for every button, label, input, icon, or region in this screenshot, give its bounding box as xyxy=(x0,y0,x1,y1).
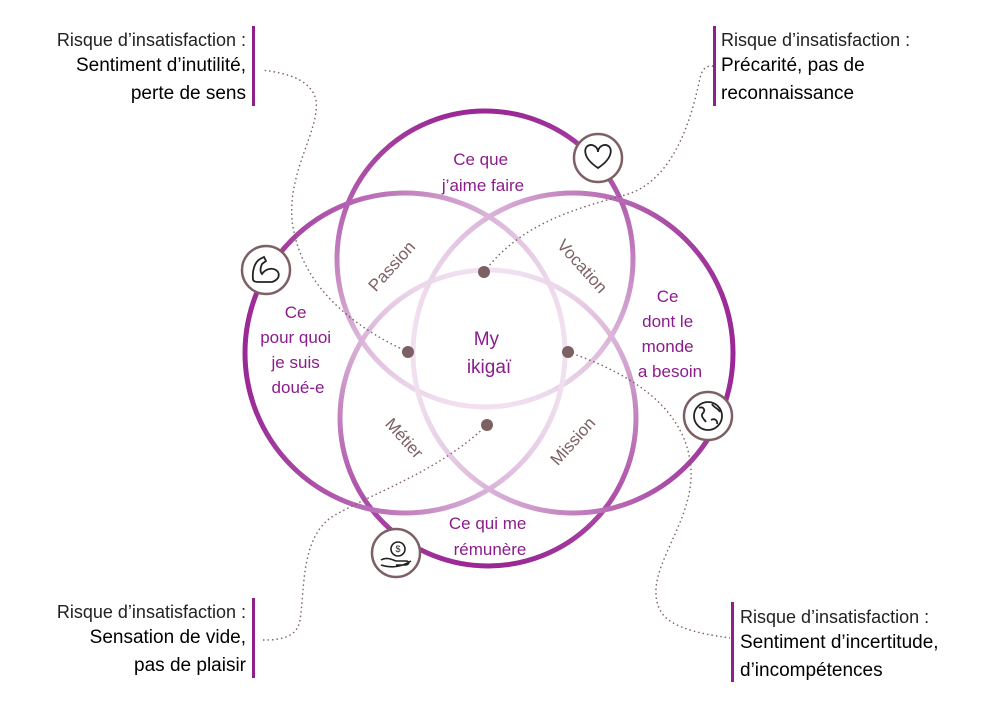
center-label: My ikigaï xyxy=(467,329,512,378)
risk-line: perte de sens xyxy=(130,83,246,104)
risk-callout-bottom-left: Risque d’insatisfaction : Sensation de v… xyxy=(57,600,246,680)
risk-bar-top-left xyxy=(252,26,255,106)
zone-metier: Métier xyxy=(381,414,427,462)
risk-line: Précarité, pas de xyxy=(721,55,865,76)
dot-metier-area xyxy=(481,419,493,431)
label-love: Ce que j’aime faire xyxy=(441,150,524,195)
heart-icon xyxy=(572,132,624,184)
risk-heading: Risque d’insatisfaction : xyxy=(56,30,246,50)
risk-callout-bottom-right: Risque d’insatisfaction : Sentiment d’in… xyxy=(740,605,939,685)
dot-mission-area xyxy=(562,346,574,358)
dot-passion-area xyxy=(402,346,414,358)
connector-bottom-right xyxy=(567,351,731,639)
flexed-arm-icon xyxy=(240,244,292,296)
risk-heading: Risque d’insatisfaction : xyxy=(740,607,930,627)
money-hand-icon: $ xyxy=(370,527,422,579)
risk-heading: Risque d’insatisfaction : xyxy=(56,602,246,622)
circle-love xyxy=(334,108,636,410)
svg-text:$: $ xyxy=(395,544,400,554)
risk-bar-bottom-left xyxy=(252,598,255,678)
risk-bar-bottom-right xyxy=(731,602,734,682)
label-paid: Ce qui me rémunère xyxy=(449,514,531,559)
risk-bar-top-right xyxy=(713,26,716,106)
risk-line: Sensation de vide, xyxy=(89,627,246,648)
risk-callout-top-left: Risque d’insatisfaction : Sentiment d’in… xyxy=(57,28,246,108)
zone-passion: Passion xyxy=(365,237,420,295)
risk-line: Sentiment d’inutilité, xyxy=(75,55,246,76)
label-good: Ce pour quoi je suis doué-e xyxy=(260,303,336,397)
dot-vocation-area xyxy=(478,266,490,278)
connector-bottom-left xyxy=(261,424,488,641)
risk-line: reconnaissance xyxy=(721,83,855,104)
risk-line: pas de plaisir xyxy=(134,655,246,676)
label-need: Ce dont le monde a besoin xyxy=(638,287,702,381)
zone-mission: Mission xyxy=(547,414,600,470)
globe-icon xyxy=(682,390,734,442)
connector-top-left xyxy=(261,69,409,353)
risk-line: d’incompétences xyxy=(740,660,883,681)
risk-heading: Risque d’insatisfaction : xyxy=(721,30,911,50)
risk-line: Sentiment d’incertitude, xyxy=(740,632,939,653)
risk-callout-top-right: Risque d’insatisfaction : Précarité, pas… xyxy=(721,28,910,108)
